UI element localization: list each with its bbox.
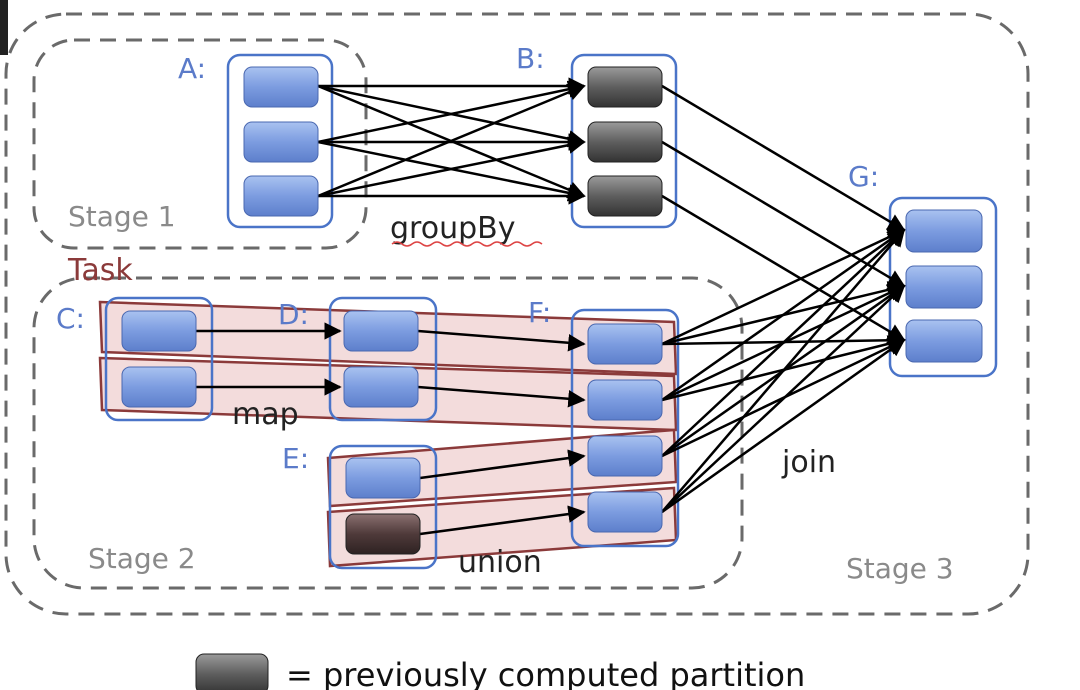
stage3-outline bbox=[4, 12, 1030, 616]
partition-F-2 bbox=[587, 379, 663, 421]
label-A: A: bbox=[178, 52, 206, 85]
partition-C-2 bbox=[121, 366, 197, 408]
spellcheck-squiggle bbox=[391, 241, 543, 247]
label-C: C: bbox=[56, 302, 85, 335]
partition-B-1 bbox=[587, 66, 663, 108]
partition-B-3 bbox=[587, 175, 663, 217]
op-union: union bbox=[458, 545, 542, 580]
partition-E-2 bbox=[345, 513, 421, 555]
label-G: G: bbox=[848, 160, 879, 193]
op-map: map bbox=[232, 397, 299, 432]
partition-D-2 bbox=[343, 366, 419, 408]
stage3-label: Stage 3 bbox=[846, 552, 954, 585]
rdd-F bbox=[570, 308, 680, 548]
stage2-outline bbox=[32, 276, 744, 590]
stage1-label: Stage 1 bbox=[68, 200, 176, 233]
op-groupBy: groupBy bbox=[390, 211, 515, 246]
partition-D-1 bbox=[343, 310, 419, 352]
partition-F-4 bbox=[587, 491, 663, 533]
label-D: D: bbox=[278, 298, 309, 331]
partition-B-2 bbox=[587, 121, 663, 163]
partition-G-2 bbox=[905, 265, 983, 309]
label-B: B: bbox=[516, 42, 545, 75]
partition-G-3 bbox=[905, 319, 983, 363]
partition-G-1 bbox=[905, 209, 983, 253]
rdd-E bbox=[328, 444, 438, 570]
stage1-outline bbox=[32, 38, 368, 250]
legend-text: = previously computed partition bbox=[286, 656, 805, 690]
rdd-D bbox=[328, 296, 438, 422]
partition-A-2 bbox=[243, 121, 319, 163]
partition-C-1 bbox=[121, 310, 197, 352]
partition-F-1 bbox=[587, 323, 663, 365]
label-E: E: bbox=[282, 442, 309, 475]
partition-E-1 bbox=[345, 457, 421, 499]
partition-F-3 bbox=[587, 435, 663, 477]
edges bbox=[196, 77, 906, 536]
op-join: join bbox=[781, 445, 836, 480]
legend-swatch bbox=[195, 653, 269, 690]
rdd-C bbox=[104, 296, 214, 422]
partition-A-3 bbox=[243, 175, 319, 217]
partitions bbox=[121, 66, 983, 555]
partition-A-1 bbox=[243, 66, 319, 108]
stage2-label: Stage 2 bbox=[88, 542, 196, 575]
task-label: Task bbox=[67, 253, 133, 288]
corner-tab bbox=[0, 0, 8, 55]
label-F: F: bbox=[528, 296, 551, 329]
